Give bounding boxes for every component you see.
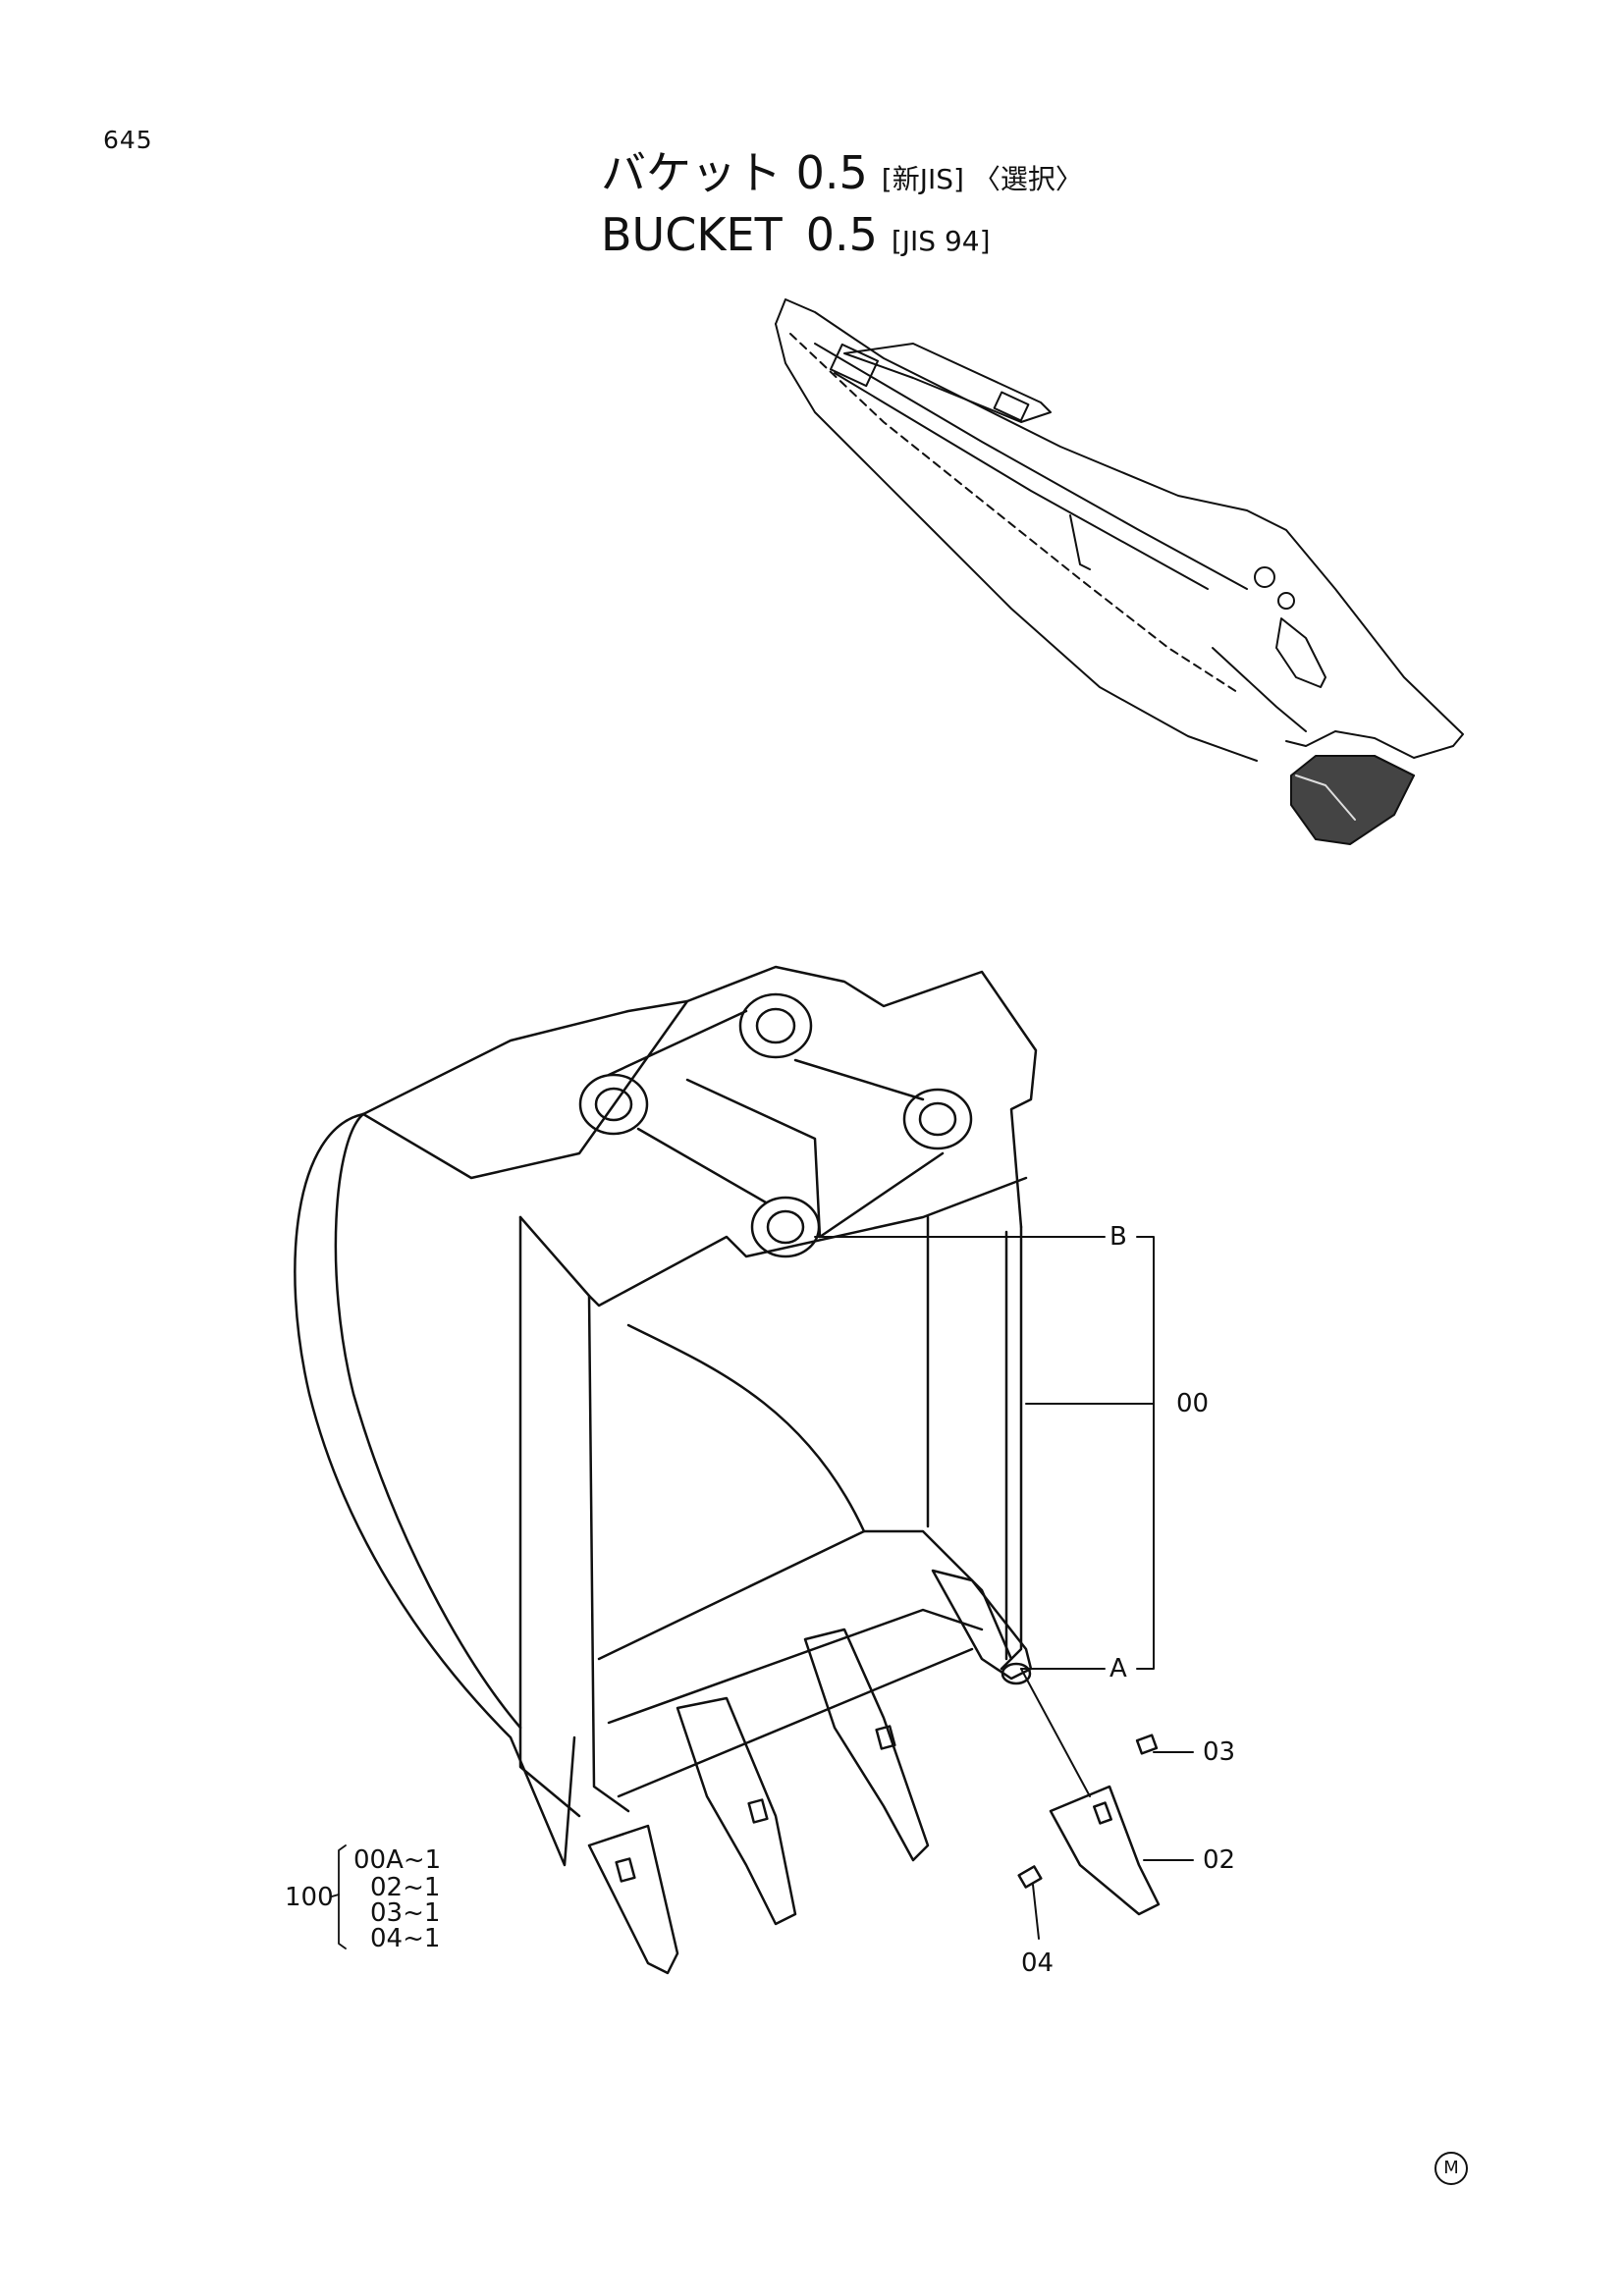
tooth-pin xyxy=(1135,1734,1159,1755)
kit-item-1: 00A~1 xyxy=(353,1845,442,1875)
loose-tooth-parts xyxy=(1017,1734,1161,1916)
title-en-size: 0.5 xyxy=(805,208,878,261)
bucket-assembly xyxy=(294,965,1161,1975)
kit-item-4: 04~1 xyxy=(370,1924,441,1953)
title-en-tag: [JIS 94] xyxy=(891,225,991,257)
title-en-text: BUCKET xyxy=(601,208,783,261)
leader-lines xyxy=(331,1236,1194,1949)
title-jp-text: バケット 0.5 xyxy=(601,146,868,199)
callout-a: A xyxy=(1109,1654,1127,1683)
tooth-point xyxy=(1049,1785,1161,1916)
bucket-front-opening xyxy=(518,1176,1028,1308)
callout-04: 04 xyxy=(1021,1949,1055,1978)
tooth-lock xyxy=(1017,1865,1043,1889)
bucket-teeth xyxy=(587,1569,1033,1975)
kit-number: 100 xyxy=(285,1883,334,1912)
page-number: 645 xyxy=(103,126,153,154)
corner-mark: M xyxy=(1434,2152,1468,2185)
callout-00: 00 xyxy=(1176,1389,1210,1418)
title-english: BUCKET 0.5 [JIS 94] xyxy=(601,207,1083,269)
bucket-top-plate xyxy=(361,965,1038,1229)
pin-bosses xyxy=(578,992,973,1258)
callout-02: 02 xyxy=(1203,1845,1236,1875)
title-japanese: バケット 0.5 [新JIS] 〈選択〉 xyxy=(601,145,1083,207)
title-block: バケット 0.5 [新JIS] 〈選択〉 BUCKET 0.5 [JIS 94] xyxy=(601,145,1083,269)
kit-item-2: 02~1 xyxy=(370,1873,441,1902)
bucket-side-plate xyxy=(294,1112,576,1867)
callout-03: 03 xyxy=(1203,1737,1236,1767)
excavator-arm-overview xyxy=(775,298,1464,845)
callout-b: B xyxy=(1109,1222,1127,1252)
title-jp-tag: [新JIS] 〈選択〉 xyxy=(881,163,1083,195)
kit-item-3: 03~1 xyxy=(370,1898,441,1928)
